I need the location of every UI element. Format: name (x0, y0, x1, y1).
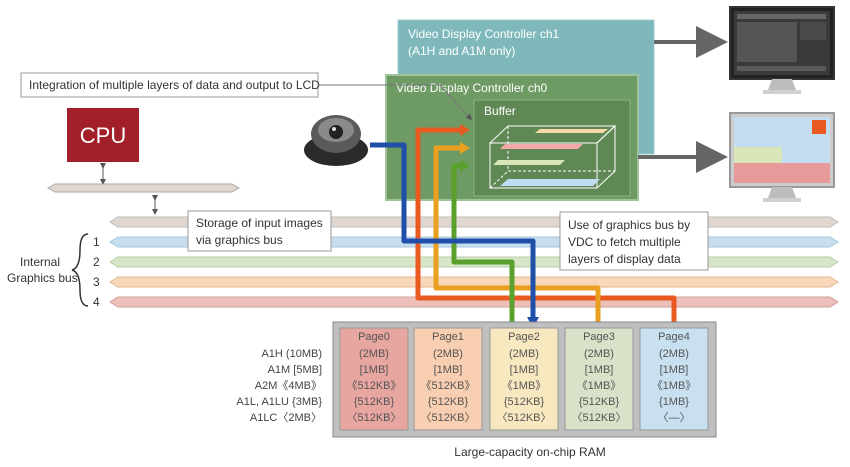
ram-page-size: {512KB} (428, 396, 469, 408)
ram-page-name: Page3 (583, 331, 615, 343)
ram-page-size: 《512KB》 (420, 379, 475, 392)
ram-page-size: (2MB) (584, 348, 614, 360)
ram-page-size: (2MB) (509, 348, 539, 360)
ram-page-name: Page1 (432, 331, 464, 343)
ram-row-label: A2M《4MB》 (255, 379, 322, 392)
path-red (415, 127, 677, 322)
path-orange (433, 145, 601, 322)
bus-number-1: 1 (93, 235, 100, 249)
ram-page-size: 《1MB》 (652, 379, 697, 392)
bus-label: Internal (20, 255, 60, 269)
vdc-ch1-subtitle: (A1H and A1M only) (408, 44, 515, 58)
ram-page-size: [1MB] (434, 364, 463, 376)
ram-page-size: {1MB} (659, 396, 689, 408)
use-callout-text-3: layers of display data (568, 252, 681, 266)
ram-row-labels: A1H (10MB) A1M [5MB] A2M《4MB》 A1L, A1LU {3M… (236, 348, 322, 424)
ram-page-cell (489, 327, 559, 431)
camera-icon (304, 115, 368, 166)
layer-orange (535, 129, 608, 133)
ram-page: Page3 (2MB) [1MB] 《1MB》 {512KB} 〈512KB〉 (564, 327, 634, 431)
ram-page-size: [1MB] (510, 364, 539, 376)
ram-row-label: A1LC〈2MB〉 (250, 411, 322, 424)
ram-page-size: 〈512KB〉 (571, 411, 626, 424)
ram-page-size: [1MB] (660, 364, 689, 376)
ram-page-name: Page4 (658, 331, 690, 343)
ram-pages: Page0(2MB)[1MB]《512KB》{512KB}〈512KB〉Page… (339, 327, 709, 431)
storage-callout: Storage of input images via graphics bus (187, 210, 332, 252)
bus-number-4: 4 (93, 295, 100, 309)
ram-page-size: (2MB) (659, 348, 689, 360)
ram-page: Page1 (2MB) [1MB] 《512KB》 {512KB} 〈512KB〉 (413, 327, 483, 431)
ram-page-size: {512KB} (579, 396, 620, 408)
ram-page-name: Page0 (358, 331, 390, 343)
ram-page: Page4 (2MB) [1MB] 《1MB》 {1MB} 〈—〉 (639, 327, 709, 431)
ram-row-label: A1M [5MB] (268, 364, 322, 376)
cpu-box: CPU (67, 108, 139, 162)
integration-callout-text: Integration of multiple layers of data a… (29, 78, 320, 92)
use-callout: Use of graphics bus by VDC to fetch mult… (559, 211, 709, 271)
monitor-icon (729, 6, 835, 94)
ram-page-size: 《1MB》 (502, 379, 547, 392)
vdc-ch0-box: Video Display Controller ch0 Buffer (385, 74, 639, 201)
buffer-label: Buffer (484, 104, 516, 118)
ram-page-cell (639, 327, 709, 431)
ram-page-size: {512KB} (354, 396, 395, 408)
ram-page: Page0 (2MB) [1MB] 《512KB》 {512KB} 〈512KB〉 (339, 327, 409, 431)
ram-page-size: 〈512KB〉 (346, 411, 401, 424)
ram-page-size: (2MB) (433, 348, 463, 360)
use-callout-text-2: VDC to fetch multiple (568, 235, 681, 249)
ram-page-size: [1MB] (360, 364, 389, 376)
vdc-ch1-title: Video Display Controller ch1 (408, 27, 560, 41)
ram-page-size: (2MB) (359, 348, 389, 360)
layer-green (493, 160, 565, 165)
ram-page-cell (564, 327, 634, 431)
ram-row-label: A1L, A1LU {3MB} (236, 396, 322, 408)
ram-row-label: A1H (10MB) (261, 348, 322, 360)
ram-page: Page2 (2MB) [1MB] 《1MB》 {512KB} 〈512KB〉 (489, 327, 559, 431)
bus-number-3: 3 (93, 275, 100, 289)
bus-3 (109, 276, 839, 288)
monitor-icon (729, 112, 835, 202)
cpu-bus (46, 183, 241, 193)
buffer-cube (488, 124, 617, 189)
ram-page-size: 〈—〉 (658, 411, 691, 424)
vdc-ch0-title: Video Display Controller ch0 (396, 81, 548, 95)
cpu-label: CPU (80, 123, 126, 148)
ram-page-size: 〈512KB〉 (420, 411, 475, 424)
use-callout-text: Use of graphics bus by (568, 218, 690, 232)
ram-page-name: Page2 (508, 331, 540, 343)
ram-page-size: 〈512KB〉 (496, 411, 551, 424)
storage-callout-text: Storage of input images (196, 216, 323, 230)
ram-page-cell (413, 327, 483, 431)
path-green (451, 163, 515, 322)
ram-caption: Large-capacity on-chip RAM (454, 445, 605, 459)
data-paths (370, 124, 677, 328)
integration-callout: Integration of multiple layers of data a… (20, 72, 473, 121)
path-blue (370, 142, 536, 318)
onchip-ram: Page0(2MB)[1MB]《512KB》{512KB}〈512KB〉Page… (332, 321, 717, 459)
bus-number-2: 2 (93, 255, 100, 269)
ram-page-size: [1MB] (585, 364, 614, 376)
storage-callout-text-2: via graphics bus (196, 233, 283, 247)
bus-brace (71, 233, 89, 307)
ram-page-size: 《512KB》 (346, 379, 401, 392)
ram-page-size: {512KB} (504, 396, 545, 408)
layer-red (500, 144, 583, 149)
ram-page-cell (339, 327, 409, 431)
ram-page-size: 《1MB》 (577, 379, 622, 392)
layer-blue (500, 179, 600, 186)
bus-label-2: Graphics bus (7, 271, 78, 285)
